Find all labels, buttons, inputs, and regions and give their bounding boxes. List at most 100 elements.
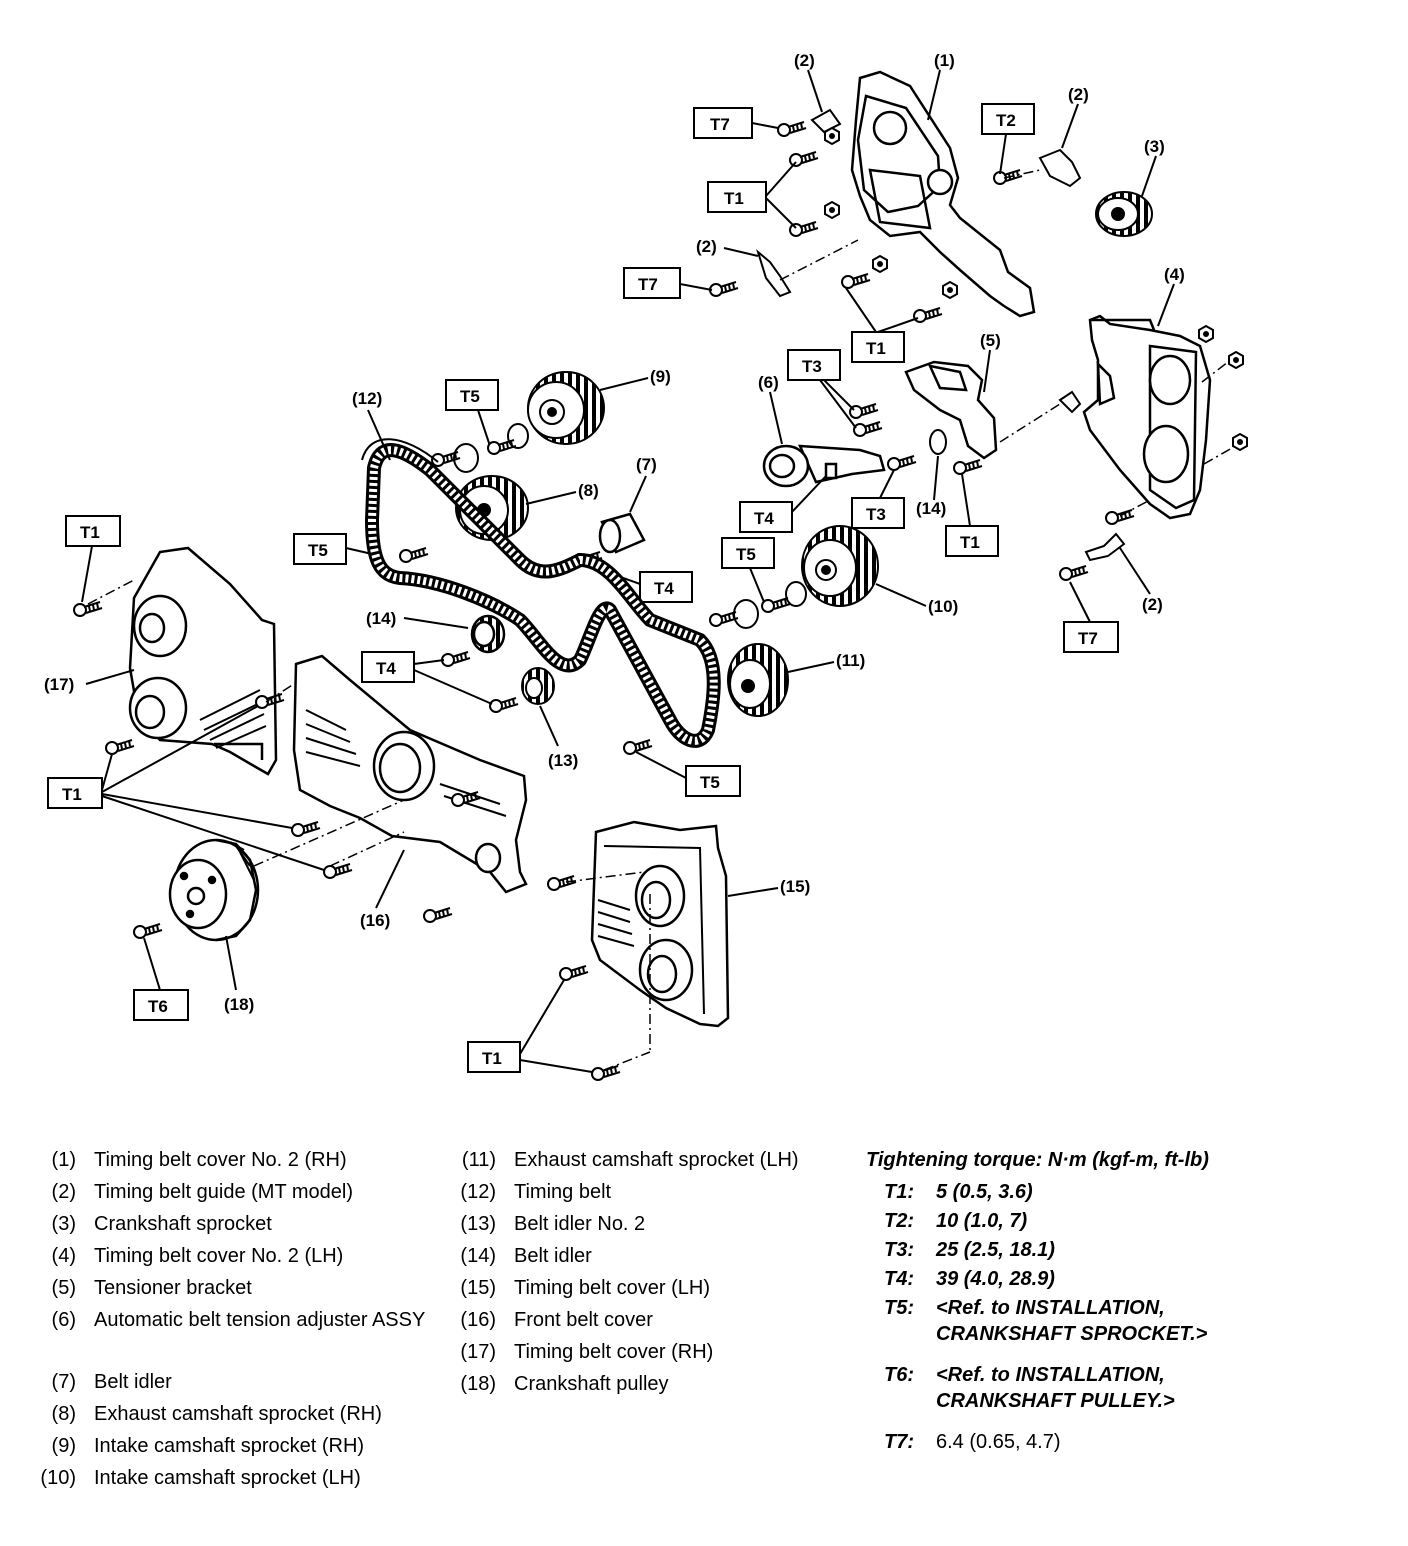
callout-1: (1) bbox=[934, 51, 955, 70]
svg-text:T5: T5 bbox=[700, 773, 720, 792]
svg-text:T1: T1 bbox=[62, 785, 82, 804]
legend-item: (8)Exhaust camshaft sprocket (RH) bbox=[51, 1403, 382, 1425]
callout-16: (16) bbox=[360, 911, 390, 930]
svg-text:T1: T1 bbox=[960, 533, 980, 552]
tensioner-bracket bbox=[904, 360, 998, 460]
torque-row: T5:<Ref. to INSTALLATION, CRANKSHAFT SPR… bbox=[884, 1297, 1208, 1345]
callout-10: (10) bbox=[928, 597, 958, 616]
torque-tag-t1-mid: T1 bbox=[851, 331, 905, 363]
svg-text:T7: T7 bbox=[1078, 629, 1098, 648]
torque-row: T4:39 (4.0, 28.9) bbox=[884, 1268, 1055, 1290]
torque-tag-t3-upper: T3 bbox=[787, 349, 841, 381]
callout-8: (8) bbox=[578, 481, 599, 500]
tightening-torque-table: Tightening torque: N·m (kgf-m, ft-lb) T1… bbox=[866, 1144, 1386, 1455]
svg-text:T7: T7 bbox=[638, 275, 658, 294]
legend-item: (16)Front belt cover bbox=[460, 1309, 653, 1331]
torque-tag-t6: T6 bbox=[133, 989, 189, 1021]
intake-camshaft-sprocket-lh bbox=[801, 525, 879, 607]
callout-12: (12) bbox=[352, 389, 382, 408]
crankshaft-pulley bbox=[168, 838, 260, 942]
callout-17: (17) bbox=[44, 675, 74, 694]
exhaust-camshaft-sprocket-lh bbox=[727, 643, 789, 717]
torque-tag-t1-right: T1 bbox=[945, 525, 999, 557]
belt-idler-14 bbox=[470, 614, 506, 654]
svg-text:T1: T1 bbox=[724, 189, 744, 208]
torque-row: T1:5 (0.5, 3.6) bbox=[884, 1181, 1033, 1203]
callout-13: (13) bbox=[548, 751, 578, 770]
svg-text:T2: T2 bbox=[996, 111, 1016, 130]
svg-text:T3: T3 bbox=[866, 505, 886, 524]
timing-belt bbox=[361, 438, 721, 748]
torque-tag-t5-top: T5 bbox=[445, 379, 499, 411]
callout-9: (9) bbox=[650, 367, 671, 386]
crankshaft-sprocket bbox=[1095, 191, 1153, 237]
legend-item: (10)Intake camshaft sprocket (LH) bbox=[40, 1467, 361, 1489]
legend-item: (12)Timing belt bbox=[460, 1181, 612, 1203]
timing-belt-guide-lower bbox=[1058, 390, 1126, 562]
legend-item: (17)Timing belt cover (RH) bbox=[460, 1341, 714, 1363]
timing-belt-cover-no2-lh bbox=[1082, 314, 1212, 520]
torque-tag-t1-top: T1 bbox=[707, 181, 767, 213]
legend-item: (4)Timing belt cover No. 2 (LH) bbox=[51, 1245, 344, 1267]
svg-text:T4: T4 bbox=[754, 509, 774, 528]
parts-legend-left: (1)Timing belt cover No. 2 (RH) (2)Timin… bbox=[40, 1144, 434, 1494]
svg-text:T1: T1 bbox=[482, 1049, 502, 1068]
automatic-belt-tension-adjuster bbox=[762, 444, 886, 488]
callout-2-lower: (2) bbox=[1142, 595, 1163, 614]
torque-tag-t7-right: T7 bbox=[1063, 621, 1119, 653]
callout-15: (15) bbox=[780, 877, 810, 896]
legend-item: (7)Belt idler bbox=[51, 1371, 172, 1393]
legend-item: (13)Belt idler No. 2 bbox=[460, 1213, 646, 1235]
svg-text:T5: T5 bbox=[308, 541, 328, 560]
torque-title: Tightening torque: N·m (kgf-m, ft-lb) bbox=[866, 1149, 1209, 1171]
svg-text:T1: T1 bbox=[80, 523, 100, 542]
svg-text:T5: T5 bbox=[460, 387, 480, 406]
svg-text:T7: T7 bbox=[710, 115, 730, 134]
timing-belt-cover-rh bbox=[128, 546, 278, 776]
callout-14-right: (14) bbox=[916, 499, 946, 518]
callout-5: (5) bbox=[980, 331, 1001, 350]
torque-tag-t5-left: T5 bbox=[293, 533, 347, 565]
belt-idler-no2 bbox=[521, 667, 555, 705]
legend-item: (18)Crankshaft pulley bbox=[460, 1373, 669, 1395]
torque-tag-t4-right: T4 bbox=[739, 501, 793, 533]
callout-14-left: (14) bbox=[366, 609, 396, 628]
torque-row: T3:25 (2.5, 18.1) bbox=[884, 1239, 1055, 1261]
torque-tag-t1-upper-left: T1 bbox=[65, 515, 121, 547]
torque-tag-t7-top: T7 bbox=[693, 107, 753, 139]
belt-idler-small bbox=[929, 429, 947, 455]
timing-belt-exploded-diagram: (1) (2) (2) (2) (3) T7 T2 T1 bbox=[44, 51, 1248, 1081]
legend-item: (11)Exhaust camshaft sprocket (LH) bbox=[461, 1149, 799, 1171]
belt-idler-7 bbox=[598, 512, 646, 554]
torque-tag-t1-bottom: T1 bbox=[467, 1041, 521, 1073]
callout-2-top: (2) bbox=[794, 51, 815, 70]
callout-2-left: (2) bbox=[696, 237, 717, 256]
torque-row: T7:6.4 (0.65, 4.7) bbox=[884, 1431, 1061, 1453]
torque-tag-t1-left: T1 bbox=[47, 777, 103, 809]
torque-tag-t7-left: T7 bbox=[623, 267, 681, 299]
svg-text:T4: T4 bbox=[376, 659, 396, 678]
torque-tag-t5-right: T5 bbox=[721, 537, 775, 569]
callout-11: (11) bbox=[836, 651, 865, 670]
callout-4: (4) bbox=[1164, 265, 1185, 284]
parts-legend-right: (11)Exhaust camshaft sprocket (LH) (12)T… bbox=[460, 1144, 854, 1400]
legend-item: (15)Timing belt cover (LH) bbox=[460, 1277, 710, 1299]
torque-row: T2:10 (1.0, 7) bbox=[884, 1210, 1028, 1232]
legend-item: (9)Intake camshaft sprocket (RH) bbox=[51, 1435, 365, 1457]
callout-6: (6) bbox=[758, 373, 779, 392]
torque-tag-t2: T2 bbox=[981, 103, 1035, 135]
svg-text:T4: T4 bbox=[654, 579, 674, 598]
legend-item: (6)Automatic belt tension adjuster ASSY bbox=[51, 1309, 426, 1331]
legend-item: (5)Tensioner bracket bbox=[51, 1277, 252, 1299]
legend-item: (2)Timing belt guide (MT model) bbox=[51, 1181, 353, 1203]
torque-tag-t4-mid: T4 bbox=[639, 571, 693, 603]
torque-row: T6:<Ref. to INSTALLATION, CRANKSHAFT PUL… bbox=[884, 1364, 1175, 1412]
torque-tag-t5-bottom: T5 bbox=[685, 765, 741, 797]
svg-text:T1: T1 bbox=[866, 339, 886, 358]
callout-7: (7) bbox=[636, 455, 657, 474]
svg-text:T3: T3 bbox=[802, 357, 822, 376]
callout-3: (3) bbox=[1144, 137, 1165, 156]
timing-belt-guide-upper bbox=[756, 108, 1082, 298]
timing-belt-cover-no2-rh bbox=[850, 70, 1036, 318]
intake-camshaft-sprocket-rh bbox=[527, 371, 605, 445]
